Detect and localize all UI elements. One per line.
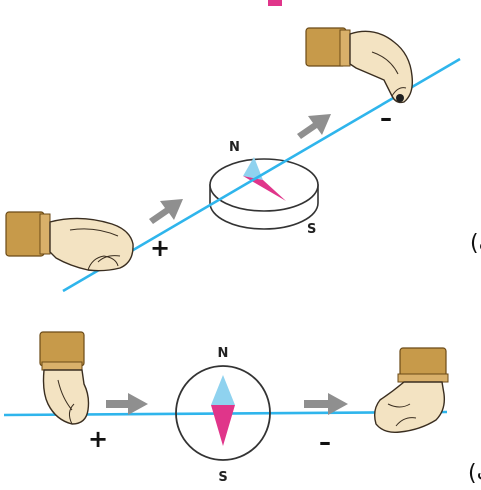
hand-left-a	[6, 212, 133, 271]
current-arrow-b1	[106, 393, 148, 415]
compass-south-label: S	[307, 222, 316, 237]
panel-a: N S + –	[6, 28, 481, 291]
compass-b-needle-north	[211, 375, 235, 405]
panel-b: N S + – (ب)	[4, 332, 481, 486]
plus-sign-b: +	[88, 425, 108, 453]
compass-north-label: N	[229, 140, 240, 155]
compass-b-north-label: N	[218, 346, 229, 361]
minus-sign-b: –	[319, 428, 331, 456]
minus-sign-a: –	[380, 104, 392, 132]
hand-right-b	[375, 348, 448, 432]
plus-sign-a: +	[150, 234, 170, 262]
compass-b: N S	[176, 346, 270, 485]
hand-right-a	[306, 28, 412, 102]
compass-b-needle-south	[211, 405, 235, 446]
top-fragment	[268, 0, 282, 6]
hand-left-b	[40, 332, 89, 424]
compass-a: N S	[210, 140, 318, 237]
compass-b-south-label: S	[218, 470, 227, 485]
current-arrow-a1	[149, 199, 183, 224]
current-arrow-a2	[297, 114, 331, 139]
caption-b: (ب)	[468, 461, 481, 486]
caption-a: (الف)	[470, 231, 481, 256]
